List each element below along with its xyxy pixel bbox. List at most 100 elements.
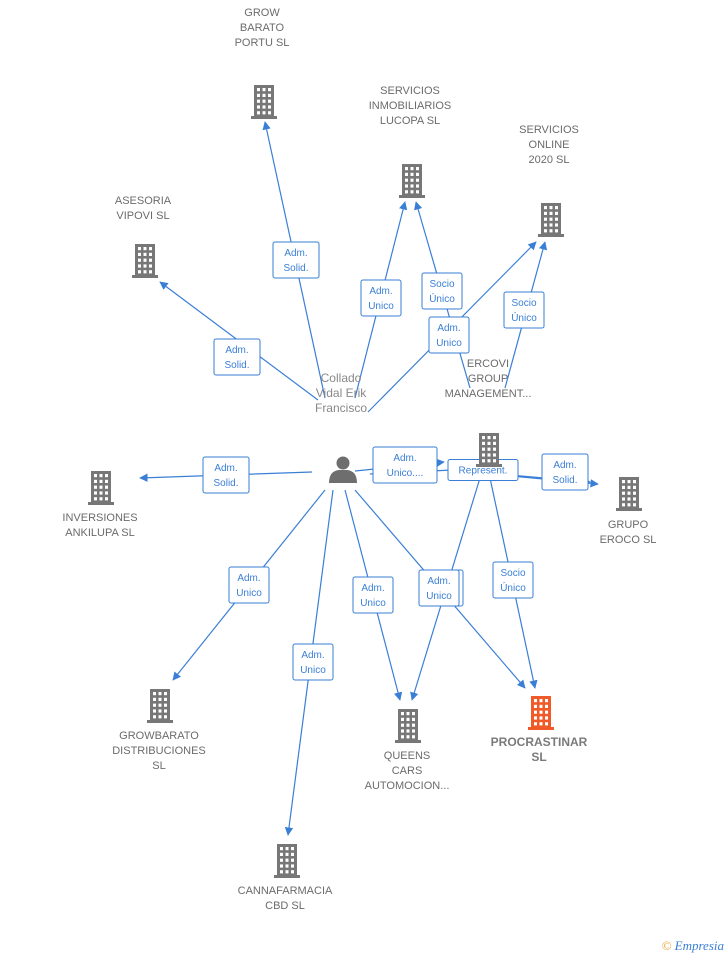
company-name-label: SERVICIOS xyxy=(380,85,440,97)
edge-label-text: Adm. xyxy=(301,650,324,661)
building-window xyxy=(105,474,108,478)
edge-label-6[interactable]: Adm.Unico.... xyxy=(372,446,438,484)
company-name-label: 2020 SL xyxy=(529,154,570,166)
company-name-label: LUCOPA SL xyxy=(380,115,440,127)
edge-label-11[interactable]: Adm.Unico xyxy=(352,576,394,614)
building-window xyxy=(545,722,548,726)
edge-label-text: Unico xyxy=(436,338,462,349)
building-window xyxy=(401,712,404,716)
building-window xyxy=(257,99,260,103)
building-window xyxy=(405,184,408,188)
company-name-label: QUEENS xyxy=(384,750,430,762)
node-company-servicios_inmob[interactable]: SERVICIOS INMOBILIARIOS LUCOPA SL xyxy=(369,85,452,198)
building-window xyxy=(633,497,636,501)
edge-label-3[interactable]: Adm. Unico xyxy=(428,316,470,354)
building-window xyxy=(487,453,491,457)
edge-label-text: Adm. xyxy=(437,323,460,334)
node-company-queens[interactable]: QUEENSCARSAUTOMOCION... xyxy=(365,709,450,792)
company-name-label: GRUPO xyxy=(608,519,649,531)
edge-label-7[interactable]: Adm.Solid. xyxy=(202,456,250,494)
building-window xyxy=(545,716,548,720)
building-window xyxy=(534,716,537,720)
edge-labels-layer: Adm.Solid.Adm.UnicoSocioÚnicoAdm.UnicoSo… xyxy=(202,241,589,681)
building-window xyxy=(487,441,491,445)
building-window xyxy=(138,258,141,262)
edge-label-13[interactable]: Adm.Unico xyxy=(418,569,460,607)
edge-label-text: Único xyxy=(500,581,526,594)
edge-label-text: Adm. xyxy=(237,573,260,584)
company-name-label: INMOBILIARIOS xyxy=(369,100,452,112)
building-window xyxy=(268,99,271,103)
edge-label-0[interactable]: Adm. Solid. xyxy=(272,241,320,279)
edge-label-text: Unico xyxy=(360,598,386,609)
node-company-ercovi[interactable]: ERCOVIGROUPMANAGEMENT... xyxy=(445,358,532,467)
building-window xyxy=(482,459,485,463)
edge-label-text: Socio xyxy=(429,279,454,290)
building-window xyxy=(493,447,496,451)
edge-label-text: Solid. xyxy=(283,263,308,274)
edge-label-5[interactable]: Adm.Solid. xyxy=(213,338,261,376)
building-base xyxy=(538,234,564,237)
person-name-label: Vidal Erik xyxy=(316,386,367,400)
building-window xyxy=(406,712,410,716)
building-window xyxy=(262,105,266,109)
edge-label-box xyxy=(372,446,438,484)
building-window xyxy=(257,111,260,115)
building-window xyxy=(291,870,294,874)
edge-label-1[interactable]: Adm.Unico xyxy=(360,279,402,317)
building-window xyxy=(406,729,410,733)
building-window xyxy=(268,93,271,97)
building-window xyxy=(555,223,558,227)
building-window xyxy=(153,715,156,719)
building-window xyxy=(493,459,496,463)
edge-label-9[interactable]: Adm.Solid. xyxy=(541,453,589,491)
building-window xyxy=(280,847,283,851)
building-window xyxy=(622,485,625,489)
building-window xyxy=(633,480,636,484)
edge-label-box xyxy=(428,316,470,354)
edge-label-text: Adm. xyxy=(284,248,307,259)
edge-label-text: Solid. xyxy=(552,475,577,486)
person-body xyxy=(329,470,357,483)
edge-label-10[interactable]: Adm.Unico xyxy=(228,566,270,604)
building-icon xyxy=(274,844,300,878)
company-name-label: PROCRASTINAR xyxy=(491,735,588,749)
company-name-label: SERVICIOS xyxy=(519,124,579,136)
edge-label-box xyxy=(202,456,250,494)
edge-label-text: Unico xyxy=(368,301,394,312)
edge-label-15[interactable]: Adm.Unico xyxy=(292,643,334,681)
building-icon xyxy=(399,164,425,198)
building-window xyxy=(94,485,97,489)
building-window xyxy=(493,453,496,457)
building-window xyxy=(549,229,553,233)
building-window xyxy=(416,167,419,171)
building-base xyxy=(395,740,421,743)
building-window xyxy=(405,172,408,176)
building-icon xyxy=(147,689,173,723)
building-window xyxy=(291,864,294,868)
building-window xyxy=(555,229,558,233)
building-window xyxy=(544,206,547,210)
building-window xyxy=(544,211,547,215)
building-window xyxy=(153,697,156,701)
building-window xyxy=(285,852,289,856)
company-name-label: CBD SL xyxy=(265,900,305,912)
building-window xyxy=(143,270,147,274)
edge-label-text: Adm. xyxy=(225,345,248,356)
building-icon xyxy=(395,709,421,743)
building-window xyxy=(406,723,410,727)
building-window xyxy=(164,703,167,707)
